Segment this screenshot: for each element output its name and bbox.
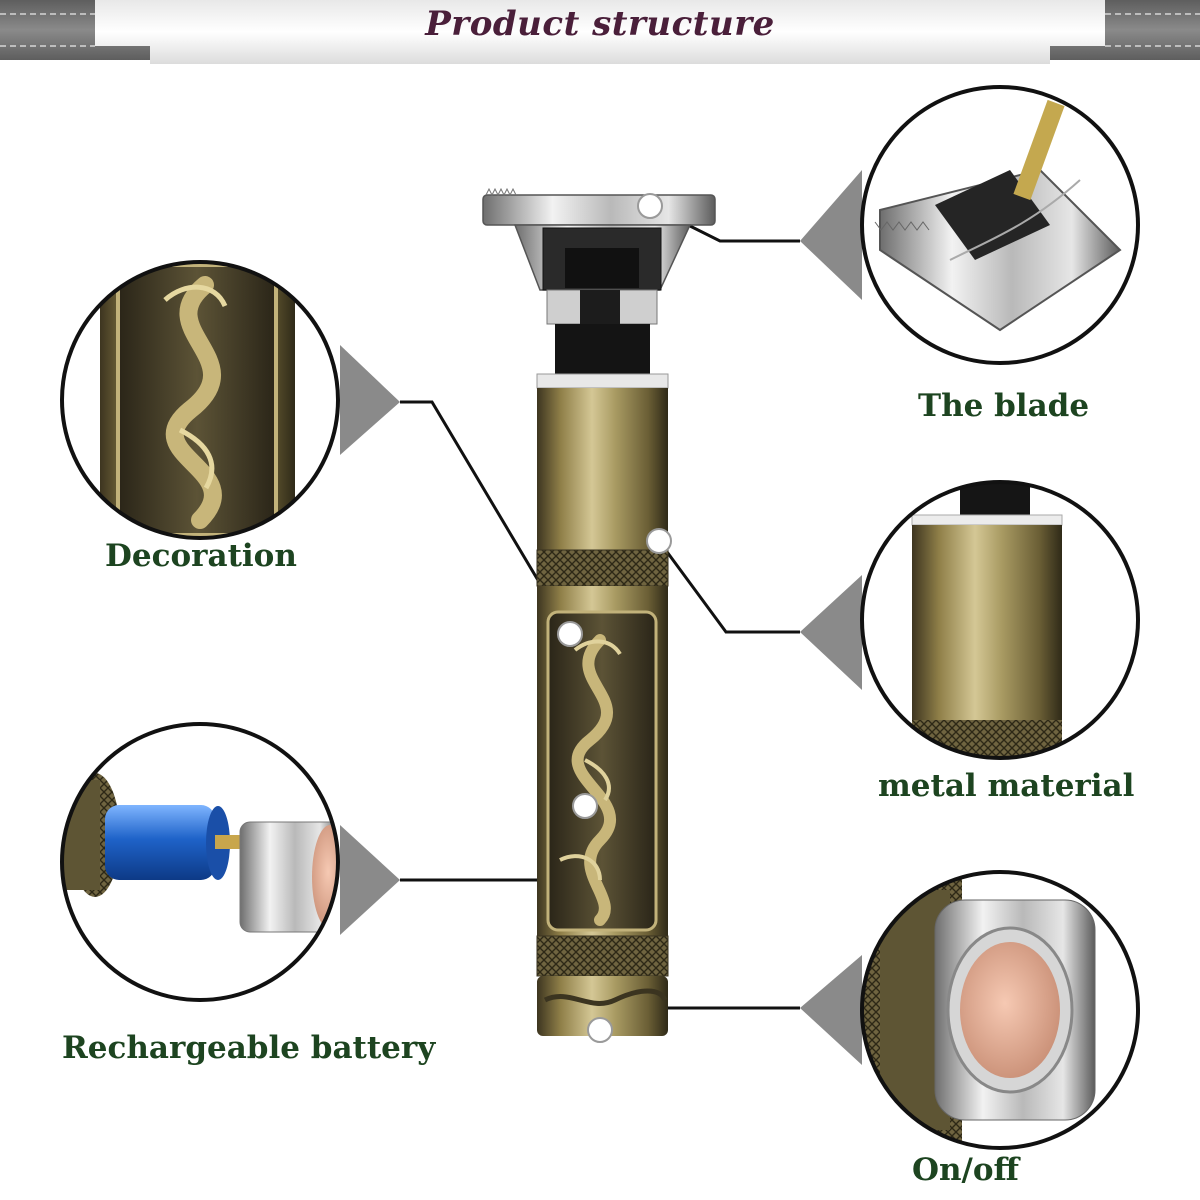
battery-detail (60, 722, 340, 1002)
label-decoration: Decoration (105, 538, 297, 574)
page-title: Product structure (425, 4, 775, 44)
callout-pointers (340, 170, 862, 1065)
label-rechargeable-battery: Rechargeable battery (62, 1030, 436, 1066)
blade-detail (860, 85, 1140, 365)
switch-detail (860, 870, 1140, 1150)
decoration-detail (60, 260, 340, 540)
hotspot-dots (557, 193, 672, 1043)
trimmer (482, 187, 716, 1036)
label-on-off: On/off (912, 1152, 1019, 1188)
label-blade: The blade (918, 388, 1090, 424)
metal-detail (860, 480, 1140, 760)
label-metal-material: metal material (878, 768, 1135, 804)
banner-ribbon (0, 0, 1200, 64)
